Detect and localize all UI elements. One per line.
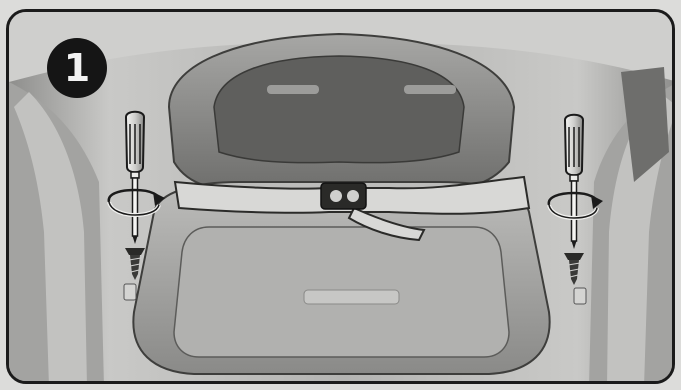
left-screwdriver-shaft bbox=[133, 178, 138, 236]
step-number-badge: 1 bbox=[47, 38, 107, 98]
buckle-button-right bbox=[347, 190, 359, 202]
seat-slot-left bbox=[267, 85, 319, 94]
seat-back-panel bbox=[214, 56, 464, 163]
seat-belt-buckle bbox=[321, 183, 366, 209]
right-bracket bbox=[574, 288, 586, 304]
left-bracket bbox=[124, 284, 136, 300]
seat-slot-right bbox=[404, 85, 456, 94]
right-screwdriver-shaft bbox=[572, 181, 577, 241]
seat-emboss bbox=[304, 290, 399, 304]
seat-installation-illustration bbox=[9, 12, 675, 384]
buckle-button-left bbox=[330, 190, 342, 202]
instruction-panel: 1 bbox=[6, 9, 675, 384]
